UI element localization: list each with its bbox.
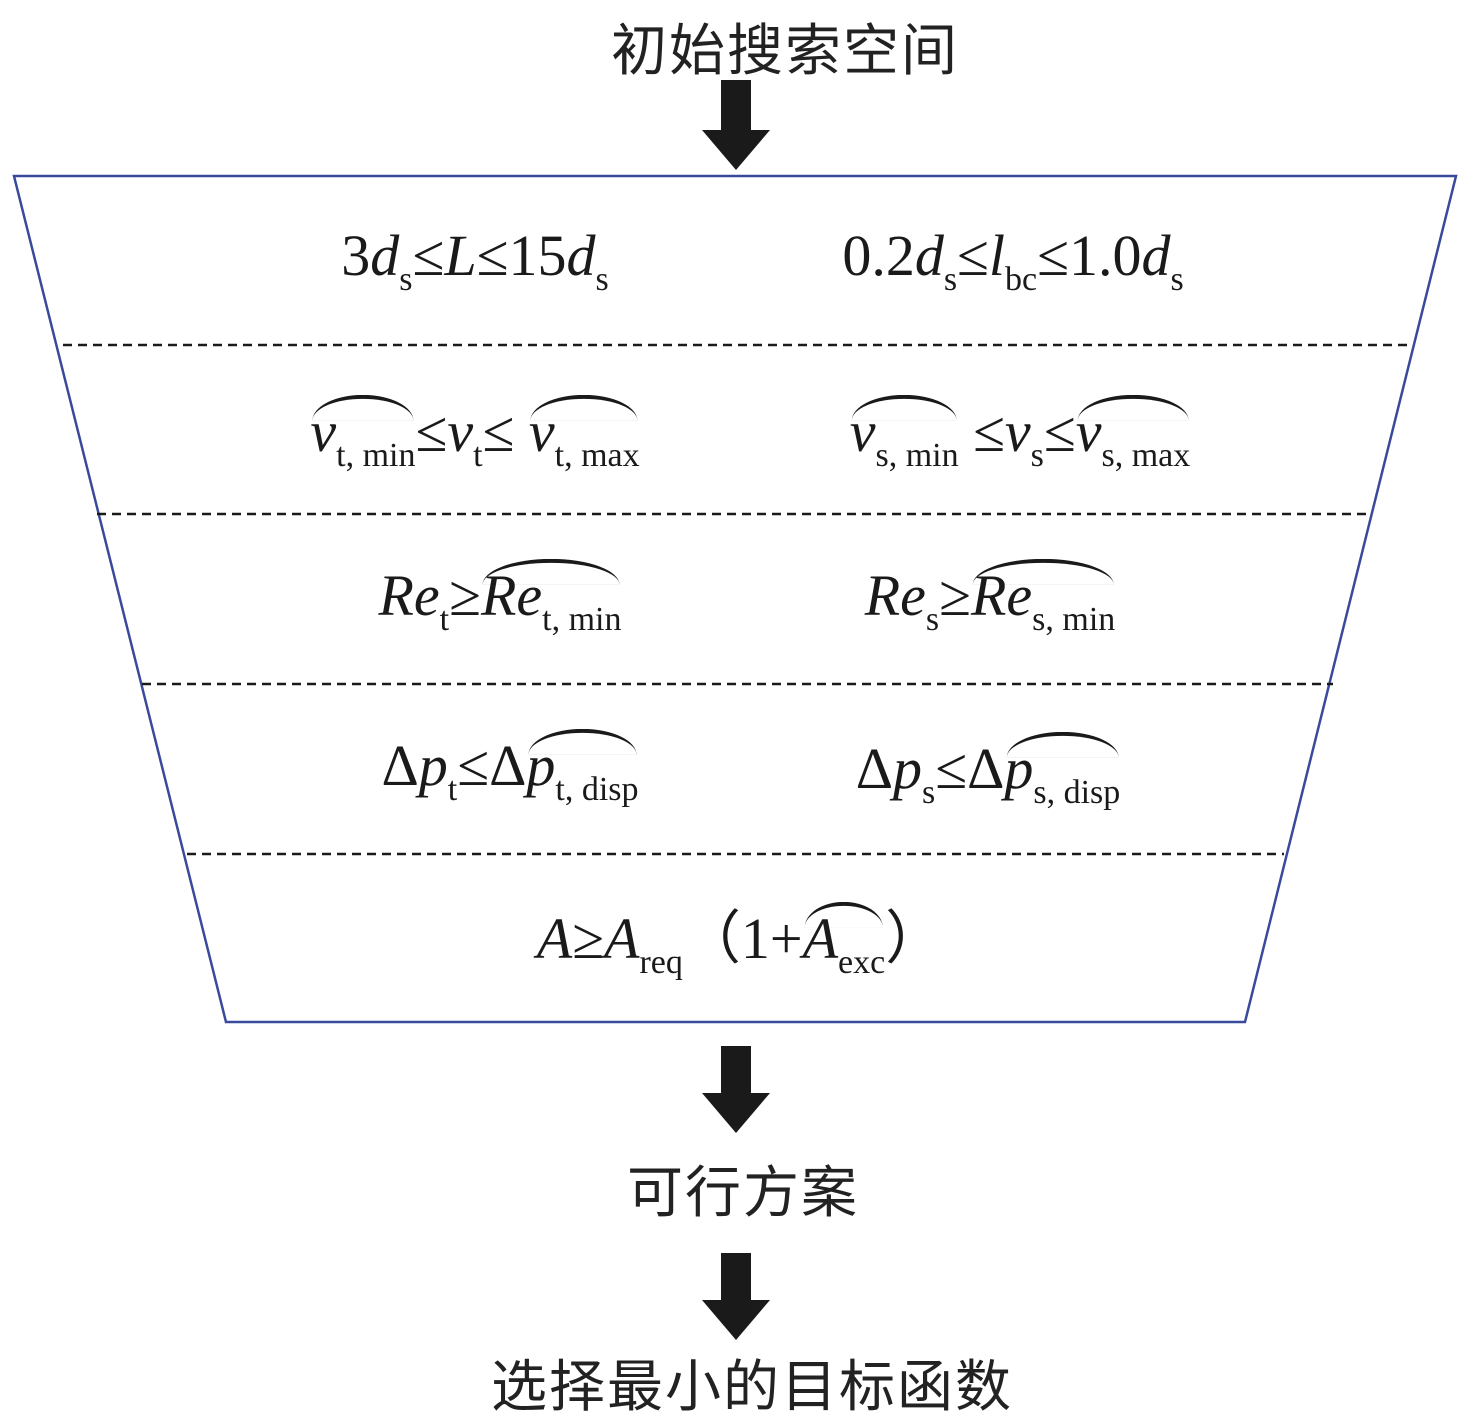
formula-subscript: s, disp (1033, 774, 1121, 812)
constraint-3-left: Ret≥Ret, min (379, 558, 622, 639)
constraint-1-right: 0.2ds≤lbc≤1.0ds (842, 226, 1184, 299)
formula-symbol: ≤ (958, 398, 1005, 464)
formula-symbol: Δ (855, 735, 894, 801)
formula-symbol: ≤ (412, 222, 445, 288)
formula-symbol: v (310, 398, 337, 464)
constraint-3-right: Res≥Res, min (865, 558, 1116, 639)
down-arrow-icon (702, 1253, 770, 1340)
constraint-4-left: Δpt≤Δpt, disp (381, 728, 639, 809)
formula-subscript: s (925, 601, 940, 639)
formula-symbol: v (1075, 398, 1102, 464)
formula-symbol: v (1004, 398, 1031, 464)
formula-subscript: s, min (1032, 601, 1116, 639)
select-min-objective-label: 选择最小的目标函数 (491, 1355, 1013, 1420)
formula-symbol: v (849, 398, 876, 464)
title-initial-search-space: 初始搜索空间 (611, 19, 959, 84)
formula-symbol: A (536, 905, 573, 971)
formula-subscript: s (595, 261, 609, 299)
formula-subscript: s (943, 261, 958, 299)
down-arrow-icon (702, 1046, 770, 1133)
formula-arc-term: vt, max (529, 394, 640, 475)
formula-subscript: t, max (554, 437, 640, 475)
formula-arc-term: ps, disp (1004, 731, 1121, 812)
formula-symbol: p (418, 732, 448, 798)
formula-symbol: A (604, 905, 640, 971)
formula-subscript: bc (1005, 261, 1038, 299)
formula-symbol: L (444, 222, 477, 288)
formula-symbol: p (893, 735, 923, 801)
formula-symbol: ≤Δ (935, 735, 1005, 801)
formula-subscript: t (447, 771, 458, 809)
formula-subscript: t, min (336, 437, 416, 475)
formula-symbol: ≥ (572, 905, 605, 971)
formula-symbol: ≤ (415, 398, 448, 464)
formula-symbol: ≥ (449, 562, 481, 628)
formula-subscript: exc (838, 944, 886, 982)
formula-symbol: ≤ (482, 398, 529, 464)
formula-symbol: ≤15 (476, 222, 567, 288)
formula-symbol: Re (970, 562, 1033, 628)
formula-symbol: ≤Δ (457, 732, 527, 798)
formula-symbol: ≥ (939, 562, 971, 628)
constraint-4-right: Δps≤Δps, disp (856, 731, 1121, 812)
formula-symbol: Re (480, 562, 543, 628)
formula-subscript: s, min (875, 437, 959, 475)
formula-symbol: d (1141, 222, 1171, 288)
formula-subscript: t (439, 601, 450, 639)
formula-arc-term: pt, disp (526, 728, 639, 809)
formula-symbol: ） (885, 905, 944, 971)
formula-symbol: A (802, 905, 839, 971)
formula-subscript: s (922, 774, 936, 812)
formula-subscript: t, disp (555, 771, 639, 809)
formula-symbol: d (914, 222, 944, 288)
formula-symbol: 0.2 (842, 222, 915, 288)
formula-arc-term: vt, min (310, 394, 416, 475)
formula-arc-term: vs, max (1076, 394, 1191, 475)
constraint-2-right: vs, min ≤vs≤vs, max (850, 394, 1191, 475)
formula-symbol: p (1004, 735, 1034, 801)
formula-symbol: （1+ (682, 905, 803, 971)
feasible-solutions-label: 可行方案 (627, 1161, 859, 1226)
constraint-2-left: vt, min≤vt≤ vt, max (310, 394, 640, 475)
formula-symbol: ≤ (957, 222, 989, 288)
formula-subscript: t, min (542, 601, 622, 639)
formula-subscript: s (1170, 261, 1184, 299)
formula-arc-term: vs, min (850, 394, 959, 475)
formula-symbol: d (566, 222, 596, 288)
formula-symbol: Δ (381, 732, 419, 798)
formula-symbol: v (528, 398, 555, 464)
formula-subscript: t (473, 437, 483, 475)
search-space-funnel (12, 174, 1458, 1024)
formula-symbol: v (447, 398, 474, 464)
formula-arc-term: Ret, min (481, 558, 622, 639)
formula-subscript: req (639, 944, 683, 982)
formula-subscript: s (399, 261, 413, 299)
formula-arc-term: Aexc (803, 901, 886, 982)
constraint-1-left: 3ds≤L≤15ds (341, 226, 609, 299)
formula-subscript: s, max (1101, 437, 1191, 475)
formula-arc-term: Res, min (971, 558, 1116, 639)
formula-symbol: 3 (341, 222, 371, 288)
constraint-5-center: A≥Areq（1+Aexc） (537, 901, 943, 982)
formula-symbol: ≤ (1043, 398, 1076, 464)
formula-symbol: Re (864, 562, 926, 628)
formula-symbol: Re (378, 562, 440, 628)
down-arrow-icon (702, 80, 770, 170)
formula-symbol: p (526, 732, 556, 798)
formula-symbol: l (988, 222, 1006, 288)
formula-subscript: s (1030, 437, 1044, 475)
formula-symbol: ≤1.0 (1037, 222, 1142, 288)
formula-symbol: d (370, 222, 400, 288)
